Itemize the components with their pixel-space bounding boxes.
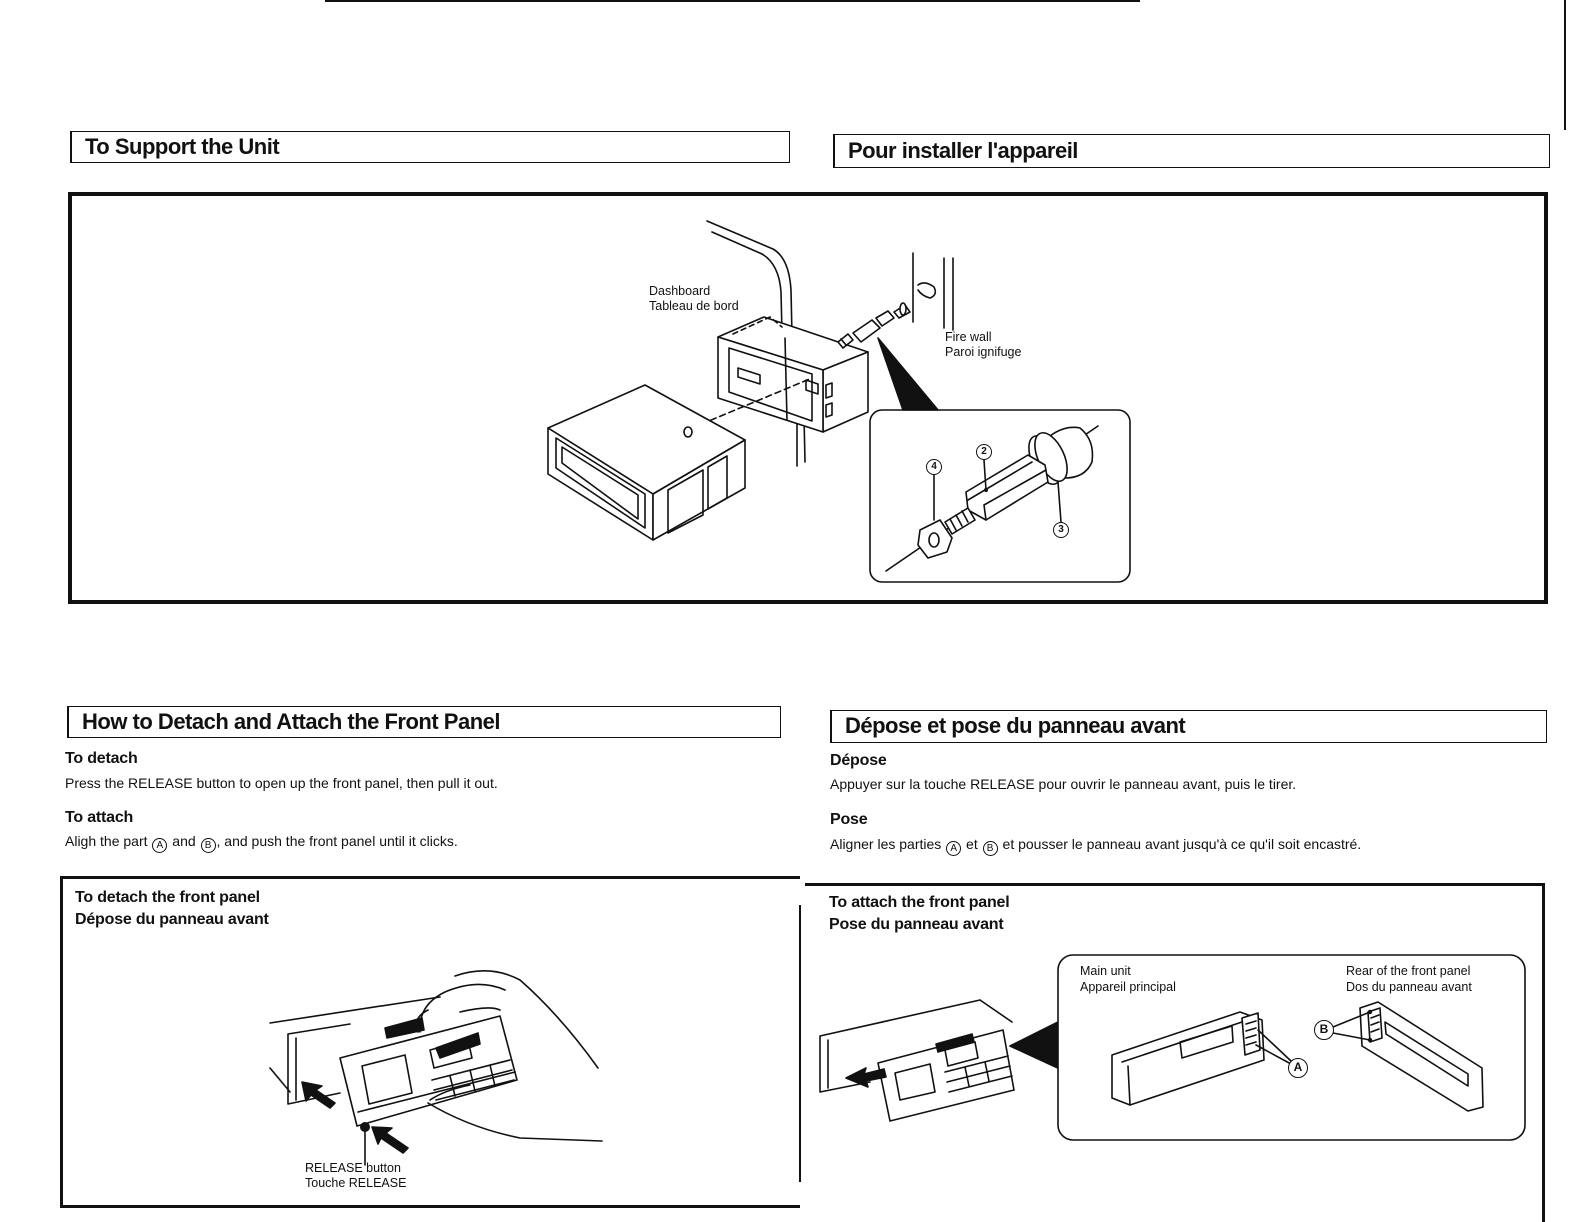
callout-b: B — [1314, 1020, 1334, 1040]
rear-panel-label-fr: Dos du panneau avant — [1346, 980, 1472, 994]
detach-text-en: Press the RELEASE button to open up the … — [65, 775, 498, 791]
attach-figure-title-en: To attach the front panel — [829, 894, 1010, 911]
attach-text-fr: Aligner les parties A et B et pousser le… — [830, 836, 1361, 856]
attach-detail-inset — [1057, 954, 1526, 1141]
figure-separator — [799, 905, 801, 1182]
section-title-support-en: To Support the Unit — [85, 134, 280, 159]
attach-arrow-icon — [845, 1067, 887, 1088]
mark-b-fr: B — [982, 841, 998, 856]
attach-heading-en: To attach — [65, 809, 134, 826]
dashboard-label-fr: Tableau de bord — [649, 299, 739, 313]
release-button-label-fr: Touche RELEASE — [305, 1176, 407, 1190]
hand-illustration — [415, 970, 603, 1142]
attach-unit-illustration — [819, 999, 1015, 1122]
mark-b-en: B — [200, 838, 216, 853]
attach-figure-frame — [805, 883, 1545, 1222]
stereo-unit-illustration — [547, 384, 746, 541]
firewall-label-en: Fire wall — [945, 330, 992, 344]
pull-out-arrow-icon — [301, 1081, 336, 1109]
section-header-front-panel-en: How to Detach and Attach the Front Panel — [67, 706, 781, 738]
rear-panel-label-en: Rear of the front panel — [1346, 964, 1471, 978]
mark-a-fr: A — [946, 841, 962, 856]
detach-figure-frame — [60, 876, 800, 1208]
callout-3: 3 — [1053, 522, 1069, 538]
support-figure-frame — [68, 192, 1548, 604]
release-button-label-en: RELEASE button — [305, 1161, 401, 1175]
callout-4: 4 — [926, 459, 942, 475]
fire-wall-illustration — [912, 252, 954, 331]
section-header-front-panel-fr: Dépose et pose du panneau avant — [830, 710, 1547, 743]
attach-text-en-part-1: Aligh the part — [65, 833, 152, 849]
attach-heading-fr: Pose — [830, 811, 868, 828]
mounting-sleeve-illustration — [691, 316, 869, 433]
detach-heading-fr: Dépose — [830, 752, 887, 769]
top-rule — [325, 0, 1140, 2]
detach-text-fr: Appuyer sur la touche RELEASE pour ouvri… — [830, 776, 1297, 792]
press-arrow-icon — [371, 1126, 409, 1154]
rear-front-panel-illustration — [1332, 1001, 1484, 1112]
detach-unit-illustration — [269, 996, 518, 1127]
detach-figure-title-en: To detach the front panel — [75, 889, 260, 906]
right-edge-rule — [1564, 0, 1566, 130]
main-unit-label-fr: Appareil principal — [1080, 980, 1176, 994]
dashboard-label-en: Dashboard — [649, 284, 711, 298]
section-title-front-panel-en: How to Detach and Attach the Front Panel — [82, 709, 501, 734]
attach-text-fr-part-1: Aligner les parties — [830, 836, 946, 852]
detach-figure-title-fr: Dépose du panneau avant — [75, 911, 269, 928]
section-title-support-fr: Pour installer l'appareil — [848, 138, 1078, 163]
release-button-marker — [360, 1122, 370, 1166]
attach-text-en: Aligh the part A and B, and push the fro… — [65, 833, 458, 853]
main-unit-illustration — [1111, 1011, 1292, 1106]
callout-a: A — [1288, 1058, 1308, 1078]
firewall-label-fr: Paroi ignifuge — [945, 345, 1022, 359]
section-header-support-fr: Pour installer l'appareil — [833, 134, 1550, 168]
detail-pointer-triangle — [877, 337, 939, 411]
mounting-bolt-illustration — [837, 282, 937, 349]
attach-text-en-part-2: and — [168, 833, 200, 849]
main-unit-label-en: Main unit — [1080, 964, 1131, 978]
attach-text-fr-part-2: et — [962, 836, 982, 852]
section-title-front-panel-fr: Dépose et pose du panneau avant — [845, 713, 1186, 738]
attach-text-fr-part-3: et pousser le panneau avant jusqu'à ce q… — [998, 836, 1362, 852]
mark-a-en: A — [152, 838, 168, 853]
attach-text-en-part-3: , and push the front panel until it clic… — [216, 833, 458, 849]
section-header-support-en: To Support the Unit — [70, 131, 790, 163]
bolt-detail-inset — [869, 409, 1131, 583]
attach-figure-title-fr: Pose du panneau avant — [829, 916, 1004, 933]
callout-2: 2 — [976, 444, 992, 460]
detach-heading-en: To detach — [65, 750, 138, 767]
